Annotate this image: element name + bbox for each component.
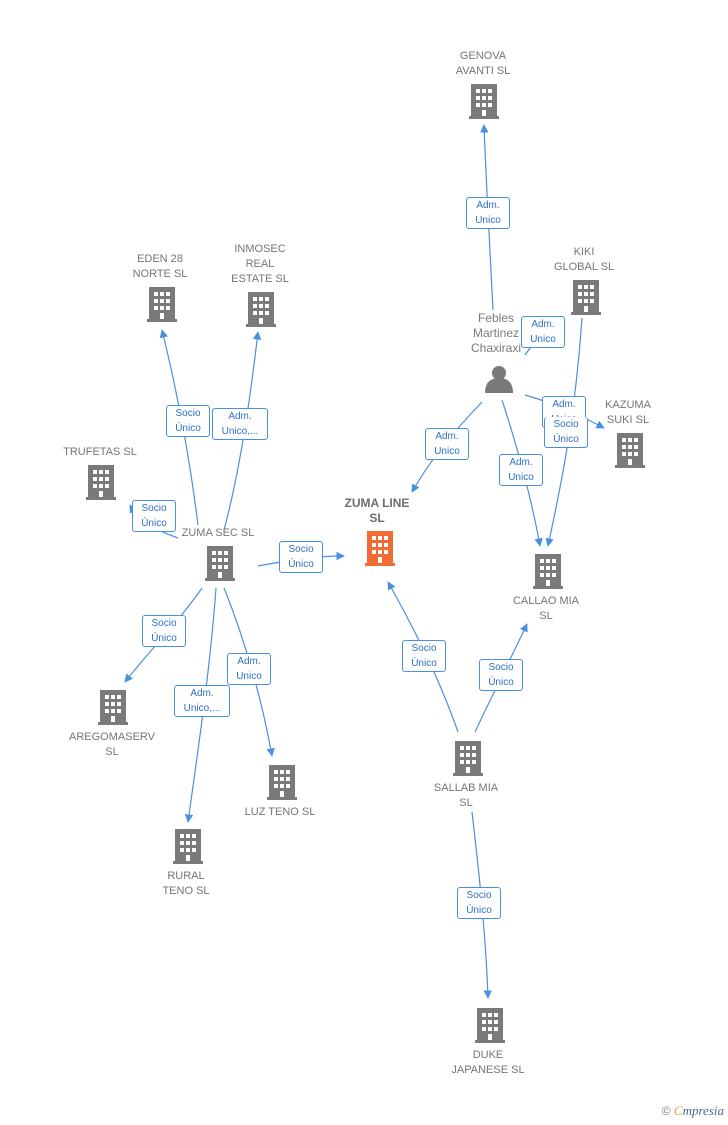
building-icon[interactable] (246, 292, 276, 327)
edge-label-sallab-duke[interactable]: Socio Único (457, 887, 501, 919)
node-label-kazuma[interactable]: KAZUMA SUKI SL (605, 399, 651, 426)
node-label-sallab[interactable]: SALLAB MIA SL (433, 782, 499, 809)
brand-logo-text: mpresia (682, 1103, 724, 1118)
edge-label-zuma-sec-luz[interactable]: Adm. Unico (227, 653, 271, 685)
building-icon[interactable] (98, 690, 128, 725)
edge-label-zuma-sec-trufetas[interactable]: Socio Único (132, 500, 176, 532)
edge-label-sallab-zuma-line[interactable]: Socio Único (402, 640, 446, 672)
node-label-callao[interactable]: CALLAO MIA SL (512, 595, 580, 622)
node-label-zuma-line[interactable]: ZUMA LINE SL (344, 496, 410, 525)
edge-label-zuma-sec-inmosec[interactable]: Adm. Unico,... (212, 408, 268, 440)
edge-label-febles-kiki[interactable]: Adm. Unico (521, 316, 565, 348)
footer-brand: © Cmpresia (662, 1103, 724, 1119)
node-label-kiki[interactable]: KIKI GLOBAL SL (553, 246, 615, 273)
edge-label-febles-genova[interactable]: Adm. Unico (466, 197, 510, 229)
edge-label-zuma-sec-rural[interactable]: Adm. Unico,... (174, 685, 230, 717)
edge-label-zuma-sec-eden[interactable]: Socio Único (166, 405, 210, 437)
building-icon[interactable] (571, 280, 601, 315)
edge-label-febles-callao[interactable]: Adm. Unico (499, 454, 543, 486)
edge-label-zuma-sec-aregomaserv[interactable]: Socio Único (142, 615, 186, 647)
building-icon[interactable] (147, 287, 177, 322)
brand-logo-initial: C (673, 1103, 683, 1118)
building-icon[interactable] (173, 829, 203, 864)
node-label-luz[interactable]: LUZ TENO SL (244, 806, 316, 818)
building-icon[interactable] (205, 546, 235, 581)
copyright-icon: © (661, 1104, 671, 1118)
edge-label-zuma-sec-zuma-line[interactable]: Socio Único (279, 541, 323, 573)
building-icon[interactable] (469, 84, 499, 119)
node-label-febles[interactable]: Febles Martinez Chaxiraxi (470, 311, 522, 355)
building-icon[interactable] (453, 741, 483, 776)
node-label-inmosec[interactable]: INMOSEC REAL ESTATE SL (231, 243, 289, 285)
building-icon[interactable] (365, 531, 395, 566)
person-icon[interactable] (485, 366, 513, 393)
node-label-trufetas[interactable]: TRUFETAS SL (63, 446, 137, 458)
edge-kiki-callao (545, 317, 583, 547)
edge-label-kiki-callao[interactable]: Socio Único (544, 417, 588, 448)
building-icon[interactable] (267, 765, 297, 800)
building-icon[interactable] (533, 554, 563, 589)
node-label-aregomaserv[interactable]: AREGOMASERV SL (69, 731, 155, 758)
edge-label-febles-zuma-line[interactable]: Adm. Unico (425, 428, 469, 460)
node-label-eden[interactable]: EDEN 28 NORTE SL (132, 253, 188, 280)
node-label-genova[interactable]: GENOVA AVANTI SL (455, 50, 511, 77)
building-icon[interactable] (615, 433, 645, 468)
building-icon[interactable] (475, 1008, 505, 1043)
edge-label-sallab-callao[interactable]: Socio Único (479, 659, 523, 691)
node-label-duke[interactable]: DUKE JAPANESE SL (451, 1049, 525, 1076)
node-label-rural[interactable]: RURAL TENO SL (162, 870, 210, 897)
node-label-zuma-sec[interactable]: ZUMA SEC SL (181, 527, 255, 539)
building-icon[interactable] (86, 465, 116, 500)
